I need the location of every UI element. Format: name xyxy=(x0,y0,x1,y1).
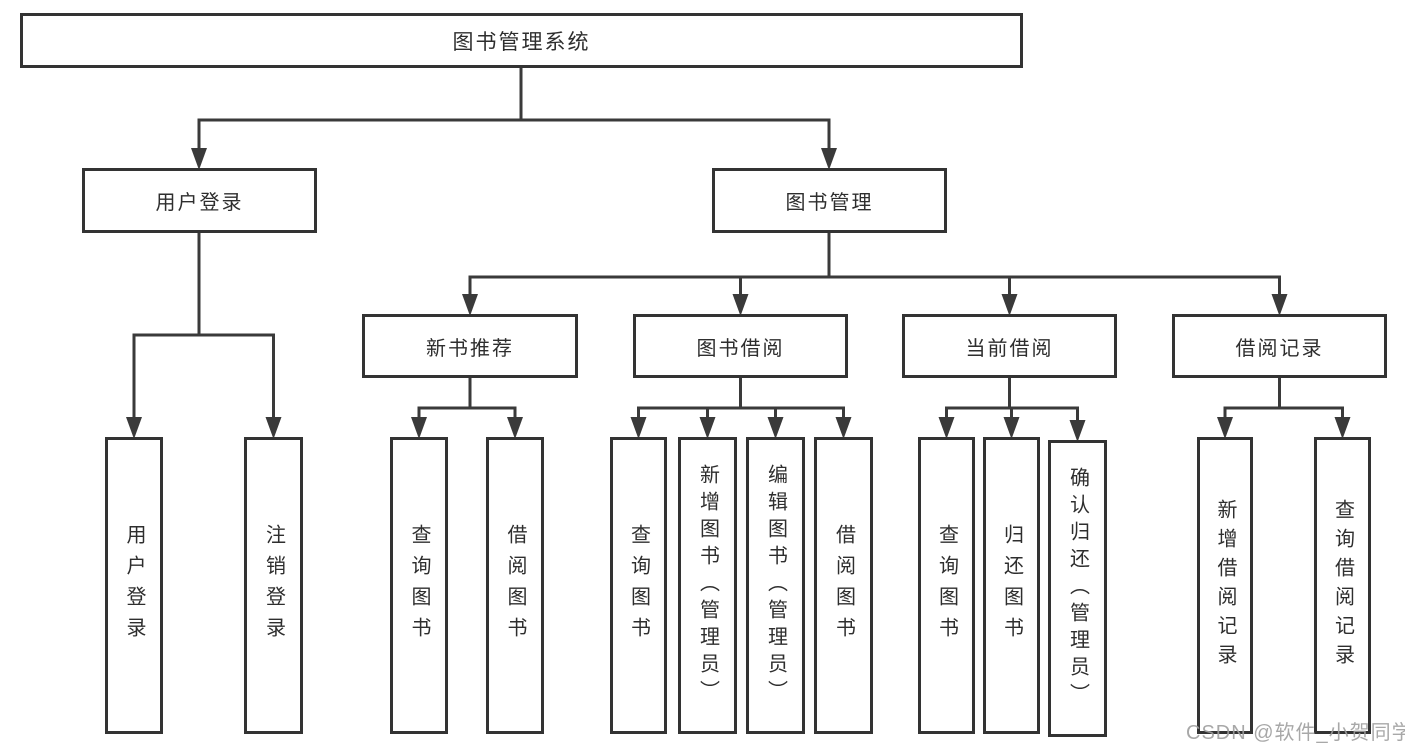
leaf-query-borrow-record: 查询借阅记录 xyxy=(1314,437,1371,734)
leaf-logout: 注销登录 xyxy=(244,437,303,734)
leaf-edit-books-admin: 编辑图书（管理员） xyxy=(746,437,805,734)
leaf-query-books-current: 查询图书 xyxy=(918,437,975,734)
node-book-management: 图书管理 xyxy=(712,168,947,233)
leaf-borrow-books: 借阅图书 xyxy=(814,437,873,734)
leaf-add-borrow-record: 新增借阅记录 xyxy=(1197,437,1253,734)
node-new-book-recommend: 新书推荐 xyxy=(362,314,578,378)
leaf-query-books-recommend: 查询图书 xyxy=(390,437,448,734)
leaf-user-login: 用户登录 xyxy=(105,437,163,734)
csdn-watermark: CSDN @软件_小贺同学 xyxy=(1186,722,1405,744)
node-user-login: 用户登录 xyxy=(82,168,317,233)
leaf-borrow-books-recommend: 借阅图书 xyxy=(486,437,544,734)
node-current-borrow: 当前借阅 xyxy=(902,314,1117,378)
node-book-borrow: 图书借阅 xyxy=(633,314,848,378)
leaf-confirm-return-admin: 确认归还（管理员） xyxy=(1048,440,1107,737)
node-borrow-records: 借阅记录 xyxy=(1172,314,1387,378)
leaf-add-books-admin: 新增图书（管理员） xyxy=(678,437,737,734)
leaf-query-books-borrow: 查询图书 xyxy=(610,437,667,734)
leaf-return-books: 归还图书 xyxy=(983,437,1040,734)
node-library-management-system: 图书管理系统 xyxy=(20,13,1023,68)
